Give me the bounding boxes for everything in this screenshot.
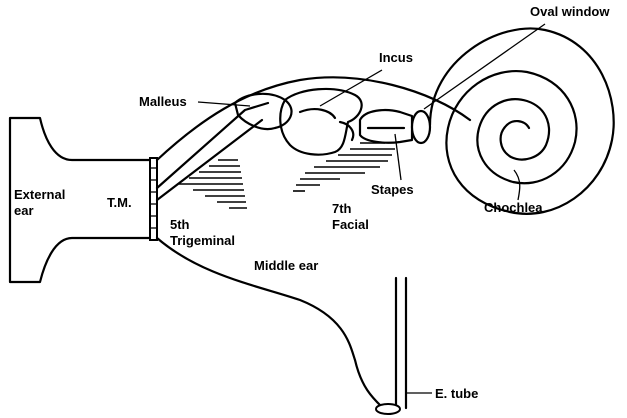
stapes	[360, 110, 412, 143]
cochlea-leader	[514, 170, 520, 200]
oval-window-leader	[424, 24, 545, 109]
trigeminal-label-line1: 5th	[170, 217, 190, 232]
trigeminal-nerve-hatch	[179, 160, 247, 208]
tympanic-membrane	[150, 158, 157, 240]
e-tube-label: E. tube	[435, 386, 478, 401]
tm-label: T.M.	[107, 195, 132, 210]
malleus-leader	[198, 102, 250, 106]
external-ear-label-line2: ear	[14, 203, 34, 218]
incus-label: Incus	[379, 50, 413, 65]
stapes-label: Stapes	[371, 182, 414, 197]
eustachian-tube	[376, 278, 406, 414]
incus	[280, 89, 361, 155]
cochlea-spiral	[430, 28, 614, 213]
malleus-label: Malleus	[139, 94, 187, 109]
cochlea-label: Chochlea	[484, 200, 543, 215]
external-ear-label-line1: External	[14, 187, 65, 202]
oval-window	[412, 111, 430, 143]
facial-label-line2: Facial	[332, 217, 369, 232]
facial-label-line1: 7th	[332, 201, 352, 216]
middle-ear-label: Middle ear	[254, 258, 318, 273]
oval-window-label: Oval window	[530, 4, 610, 19]
trigeminal-label-line2: Trigeminal	[170, 233, 235, 248]
